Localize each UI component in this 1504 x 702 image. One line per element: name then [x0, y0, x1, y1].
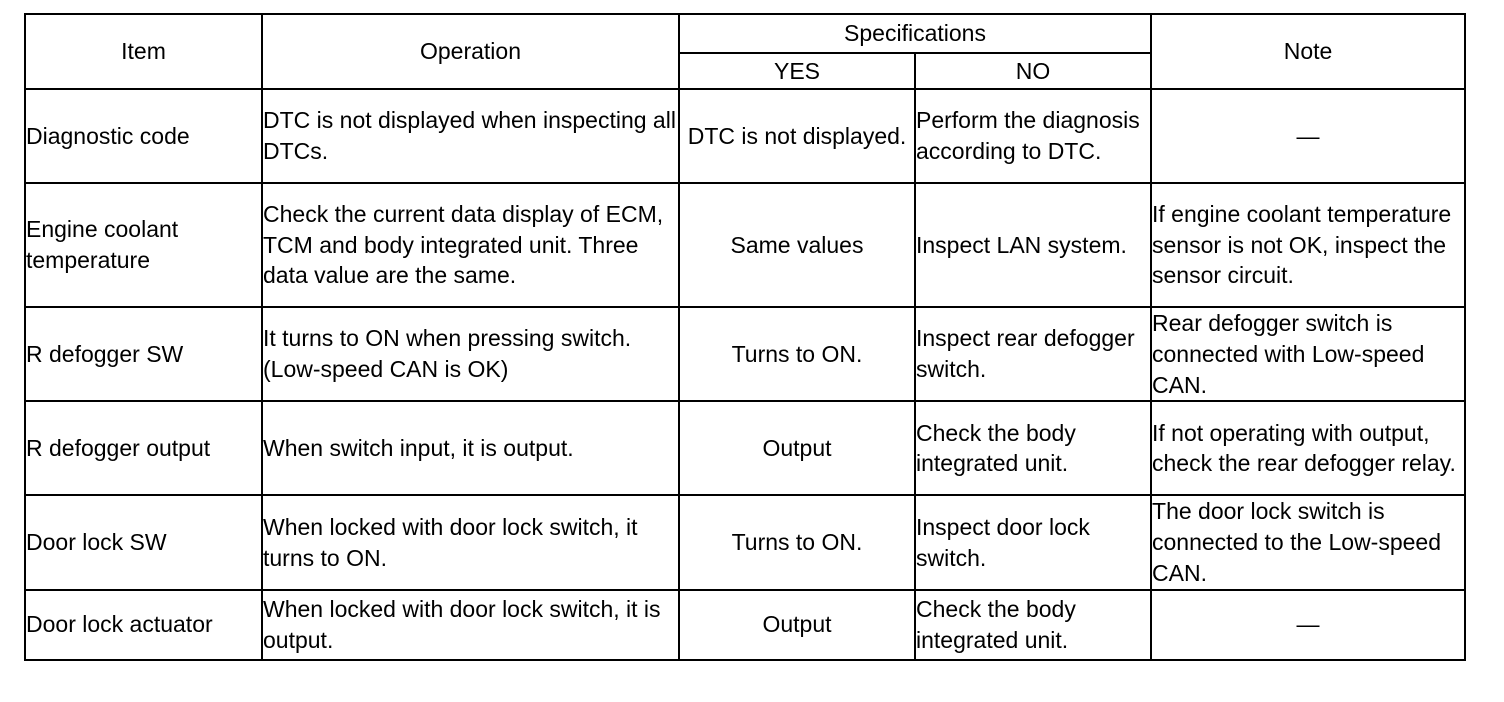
cell-operation: When locked with door lock switch, it tu… [261, 494, 680, 591]
cell-yes: DTC is not displayed. [678, 88, 916, 184]
cell-yes: Same values [678, 182, 916, 308]
column-header-note: Note [1150, 13, 1467, 90]
cell-operation: It turns to ON when pressing switch. (Lo… [261, 305, 680, 403]
cell-no: Inspect door lock switch. [913, 494, 1153, 591]
cell-note: If engine coolant temperature sensor is … [1150, 182, 1467, 308]
cell-no: Inspect rear defogger switch. [913, 305, 1153, 403]
cell-operation: When locked with door lock switch, it is… [261, 588, 680, 661]
cell-no: Inspect LAN system. [913, 182, 1153, 308]
column-header-specifications: Specifications [677, 12, 1153, 55]
table-body: Diagnostic code DTC is not displayed whe… [24, 88, 1467, 661]
column-header-no: NO [913, 52, 1153, 90]
column-header-item: Item [24, 13, 263, 90]
cell-item: Door lock actuator [24, 588, 263, 661]
cell-note: Rear defogger switch is connected with L… [1150, 305, 1467, 403]
cell-note: If not operating with output, check the … [1150, 400, 1467, 497]
cell-no: Perform the diagnosis according to DTC. [913, 88, 1153, 184]
table-row: R defogger output When switch input, it … [24, 400, 1467, 497]
table-row: R defogger SW It turns to ON when pressi… [24, 305, 1467, 403]
table-row: Engine coolant temperature Check the cur… [24, 182, 1467, 308]
cell-yes: Turns to ON. [678, 305, 916, 403]
cell-operation: DTC is not displayed when inspecting all… [261, 88, 680, 184]
column-header-operation: Operation [261, 13, 680, 90]
cell-yes: Output [678, 588, 916, 661]
cell-operation: When switch input, it is output. [261, 400, 680, 497]
table-header: Item Operation Specifications Note YES N… [24, 12, 1467, 90]
table-row: Door lock actuator When locked with door… [24, 588, 1467, 661]
column-header-yes: YES [678, 52, 916, 90]
cell-item: R defogger output [24, 400, 263, 497]
diagnostic-check-table: Item Operation Specifications Note YES N… [24, 12, 1467, 661]
cell-yes: Output [678, 400, 916, 497]
cell-operation: Check the current data display of ECM, T… [261, 182, 680, 308]
header-row-sub: YES NO [25, 52, 1465, 90]
cell-item: Door lock SW [24, 494, 263, 591]
cell-note: The door lock switch is connected to the… [1150, 494, 1467, 591]
cell-no: Check the body integrated unit. [913, 588, 1153, 661]
cell-yes: Turns to ON. [678, 494, 916, 591]
cell-note: — [1150, 588, 1467, 661]
cell-item: Diagnostic code [24, 88, 263, 184]
header-row-top: Item Operation Specifications Note [24, 12, 1467, 90]
cell-no: Check the body integrated unit. [913, 400, 1153, 497]
cell-item: Engine coolant temperature [24, 182, 263, 308]
cell-note: — [1150, 88, 1467, 184]
cell-item: R defogger SW [24, 305, 263, 403]
table-row: Diagnostic code DTC is not displayed whe… [24, 88, 1467, 184]
table-row: Door lock SW When locked with door lock … [24, 494, 1467, 591]
